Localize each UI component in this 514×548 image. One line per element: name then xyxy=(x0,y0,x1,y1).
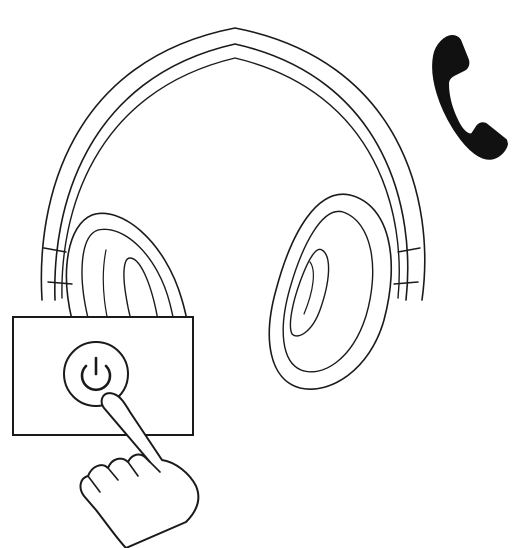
power-button-callout xyxy=(13,317,193,435)
headband xyxy=(41,28,424,300)
right-ear-cup xyxy=(269,194,391,389)
phone-handset-icon xyxy=(433,36,507,159)
